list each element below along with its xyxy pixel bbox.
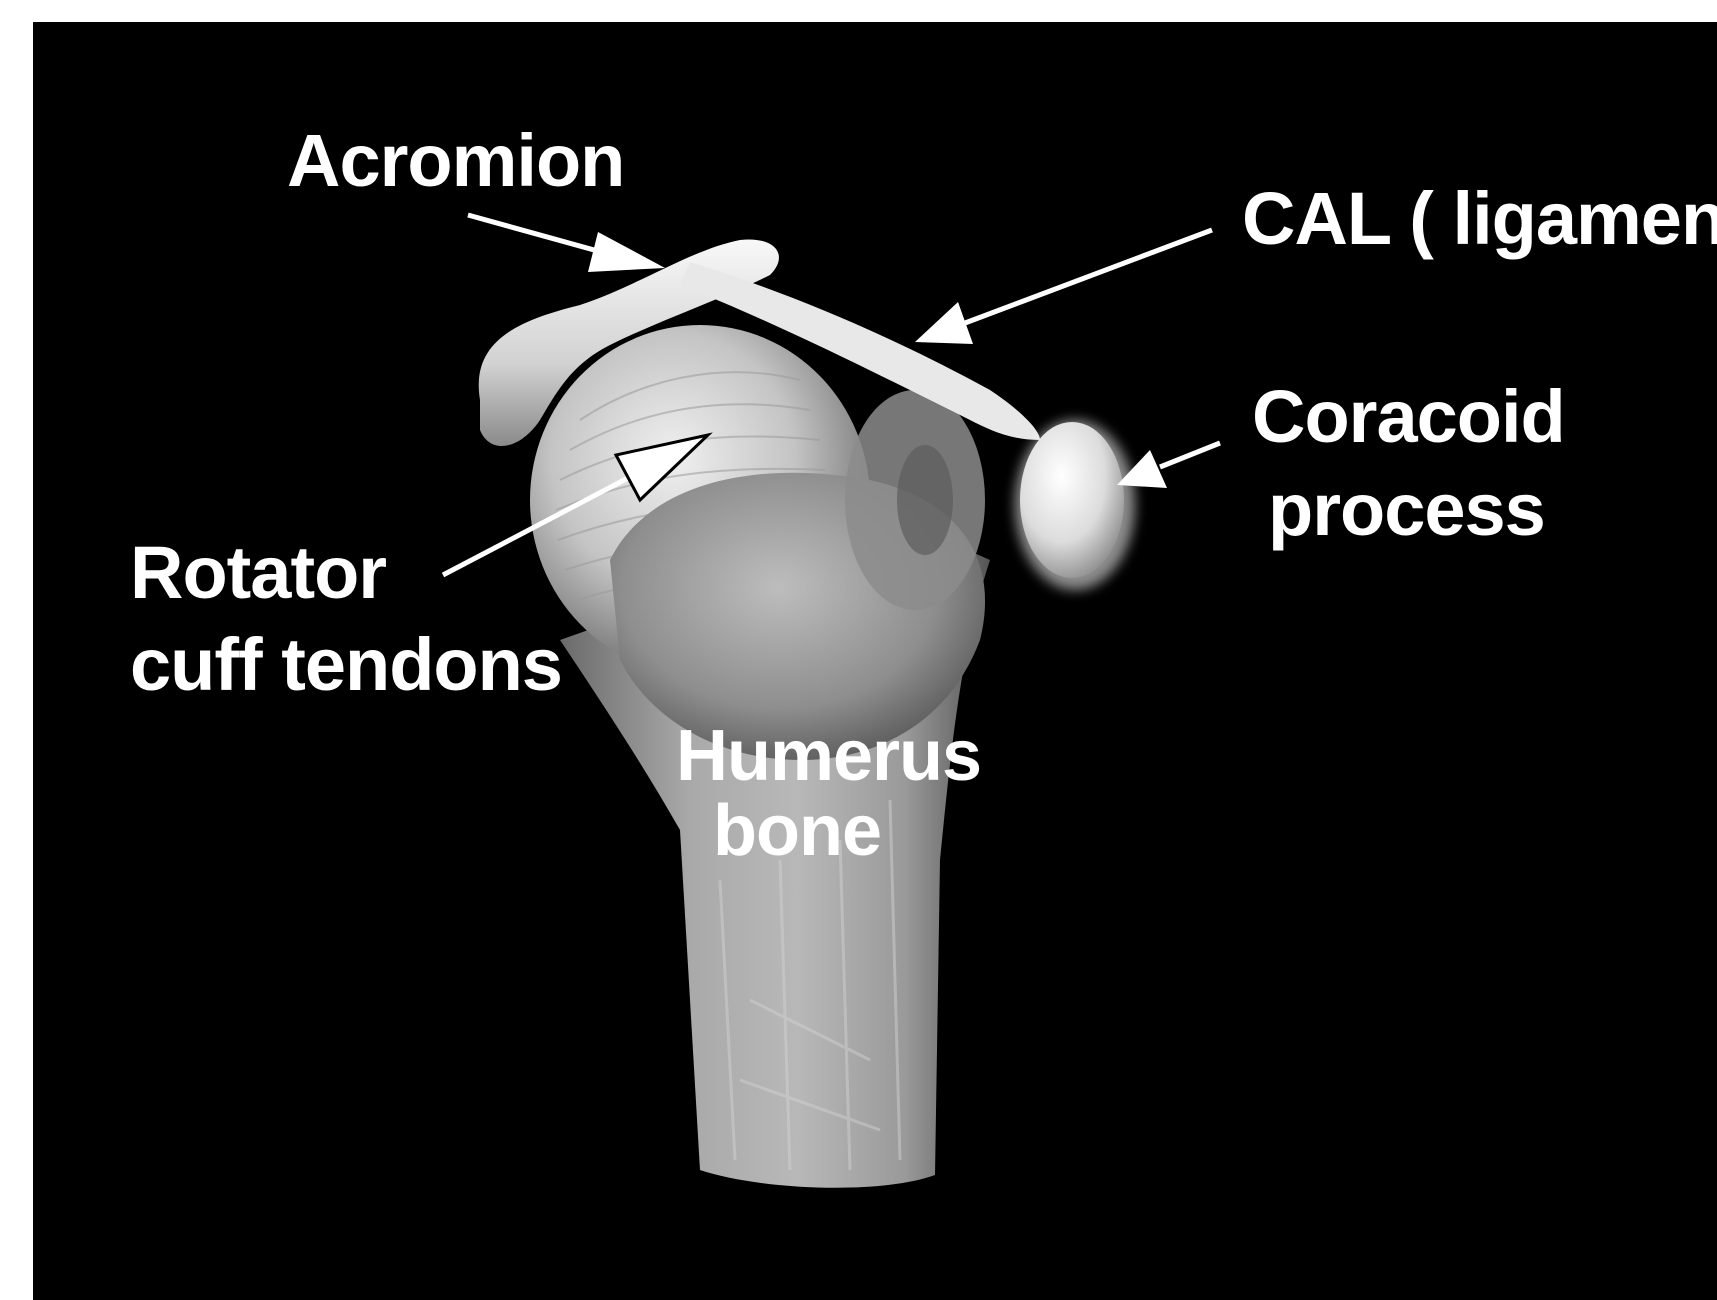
label-humerus-line1: Humerus [676,716,981,796]
label-humerus-line2: bone [713,791,881,871]
label-rotator-line1: Rotator [130,531,386,614]
label-coracoid-line2: process [1268,468,1545,551]
bicipital-groove [897,445,953,555]
label-rotator-line2: cuff tendons [130,623,562,706]
label-acromion: Acromion [287,119,624,202]
label-cal-ligament: CAL ( ligament) [1242,177,1717,260]
label-coracoid-line1: Coracoid [1252,375,1565,458]
coracoid-bone [1015,420,1135,590]
